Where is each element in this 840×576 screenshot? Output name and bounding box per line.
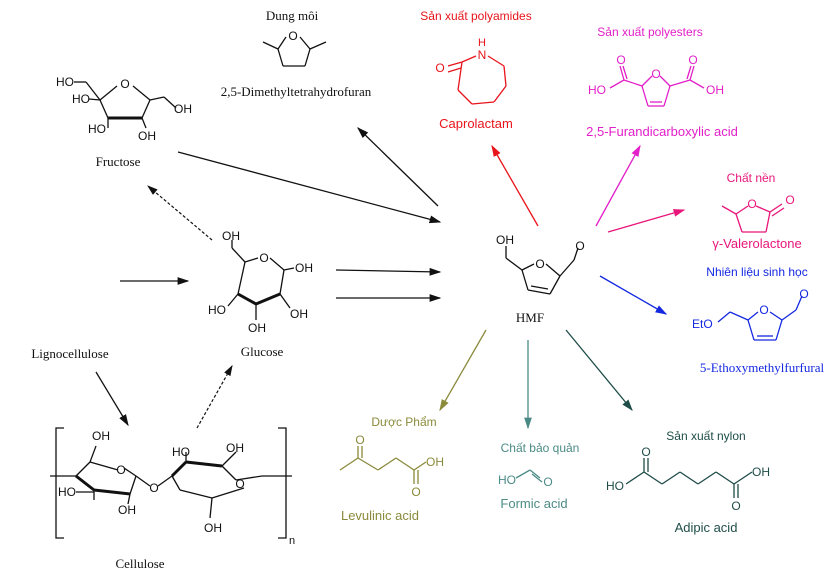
fructose-oh-3: OH <box>174 102 192 116</box>
nylon-title: Sản xuất nylon <box>666 429 745 443</box>
substrate-title: Chất nền <box>727 171 776 185</box>
arrow-glucose-to-hmf-1 <box>335 267 442 276</box>
formic-o: O <box>543 475 552 489</box>
solvent-title: Dung môi <box>266 8 319 23</box>
arrow-hmf-to-adipic <box>565 329 633 412</box>
glucose-oh-right: OH <box>295 261 313 275</box>
fdca-oh: OH <box>706 83 724 97</box>
fructose-label: Fructose <box>96 154 141 169</box>
dmthf-ring-oxygen: O <box>288 29 297 43</box>
fdca-o-left: O <box>616 53 625 67</box>
glucose-oh-left: HO <box>208 303 226 317</box>
polyamide-title: Sản xuất polyamides <box>420 9 531 23</box>
cellulose-ring-o-2: O <box>235 477 244 491</box>
glucose-oh-top: OH <box>222 229 240 243</box>
adipic-o-left: O <box>641 445 650 459</box>
glucose-oh-bottom: OH <box>248 321 266 335</box>
polyester-title: Sản xuất polyesters <box>597 25 702 39</box>
levulinic-ketone-o: O <box>355 433 364 447</box>
adipic-ho: HO <box>606 479 624 493</box>
emf-eto: EtO <box>692 317 713 331</box>
fructose-oh-1: HO <box>56 75 74 89</box>
glucose-structure <box>227 240 295 320</box>
glucose-oh-lower-right: OH <box>290 307 308 321</box>
fdca-ho: HO <box>588 83 606 97</box>
cellulose-oh-4: HO <box>172 445 190 459</box>
formic-structure <box>515 469 543 483</box>
caprolactam-o: O <box>435 61 444 75</box>
adipic-oh: OH <box>752 465 770 479</box>
fdca-label: 2,5-Furandicarboxylic acid <box>586 124 738 139</box>
cellulose-bridge-o: O <box>149 481 158 495</box>
cellulose-oh-1: OH <box>92 429 110 443</box>
gvl-structure <box>721 203 785 233</box>
adipic-structure <box>625 458 753 498</box>
levulinic-oh: OH <box>426 455 444 469</box>
levulinic-structure <box>339 446 427 484</box>
caprolactam-structure <box>447 55 507 105</box>
cellulose-oh-3: OH <box>118 503 136 517</box>
hmf-structure <box>505 246 579 295</box>
arrow-fructose-to-hmf <box>177 151 442 224</box>
formic-ho: HO <box>498 473 516 487</box>
fructose-oh-2: HO <box>72 92 90 106</box>
hmf-ring-oxygen: O <box>535 257 544 271</box>
adipic-label: Adipic acid <box>675 520 738 535</box>
arrow-hmf-to-levulinic <box>439 329 487 412</box>
lignocellulose-label: Lignocellulose <box>31 346 108 361</box>
dmthf-structure <box>262 36 327 67</box>
emf-structure <box>717 295 803 341</box>
cellulose-structure <box>50 427 292 539</box>
gvl-ring-o: O <box>747 197 756 211</box>
fructose-ring-oxygen: O <box>120 77 129 91</box>
fdca-o-right: O <box>688 53 697 67</box>
cellulose-label: Cellulose <box>115 556 164 571</box>
arrow-hmf-to-caprolactam <box>491 144 539 227</box>
emf-label: 5-Ethoxymethylfurfural <box>700 360 825 375</box>
cellulose-oh-5: OH <box>226 441 244 455</box>
cellulose-repeat-n: n <box>289 535 295 547</box>
caprolactam-h: H <box>478 37 486 49</box>
arrow-lignocellulose-to-cellulose <box>95 371 129 427</box>
arrow-hmf-to-solvent <box>357 127 439 207</box>
solvent-name: 2,5-Dimethyltetrahydrofuran <box>221 84 372 99</box>
preservative-title: Chất bảo quản <box>501 441 580 455</box>
fructose-oh-5: OH <box>138 129 156 143</box>
levulinic-label: Levulinic acid <box>341 508 419 523</box>
fdca-structure <box>609 65 705 107</box>
arrow-glucose-to-fructose <box>147 185 213 241</box>
caprolactam-n: N <box>478 48 487 62</box>
arrow-hmf-to-emf <box>599 275 668 315</box>
emf-ring-o: O <box>759 303 768 317</box>
adipic-o-right: O <box>731 499 740 513</box>
arrows <box>95 127 686 430</box>
hmf-label: HMF <box>516 310 544 325</box>
gvl-carbonyl-o: O <box>785 193 794 207</box>
biofuel-title: Nhiên liệu sinh học <box>706 265 807 279</box>
fdca-ring-o: O <box>651 67 660 81</box>
arrow-hmf-to-gvl <box>607 209 686 233</box>
glucose-ring-oxygen: O <box>259 251 268 265</box>
emf-aldehyde-o: O <box>799 287 808 301</box>
fructose-oh-4: HO <box>88 122 106 136</box>
gvl-label: γ-Valerolactone <box>712 236 801 251</box>
cellulose-ring-o-1: O <box>116 463 125 477</box>
glucose-label: Glucose <box>241 344 284 359</box>
caprolactam-label: Caprolactam <box>439 116 513 131</box>
cellulose-oh-2: HO <box>58 485 76 499</box>
pharma-title: Dược Phẩm <box>371 415 436 429</box>
levulinic-acid-o: O <box>411 485 420 499</box>
arrow-hmf-to-fdca <box>595 144 641 227</box>
hmf-aldehyde-oxygen: O <box>575 239 584 253</box>
fructose-structure <box>85 81 177 129</box>
arrow-cellulose-to-glucose <box>196 364 233 429</box>
formic-label: Formic acid <box>500 496 567 511</box>
hmf-oh: OH <box>496 233 514 247</box>
cellulose-oh-6: OH <box>204 521 222 535</box>
